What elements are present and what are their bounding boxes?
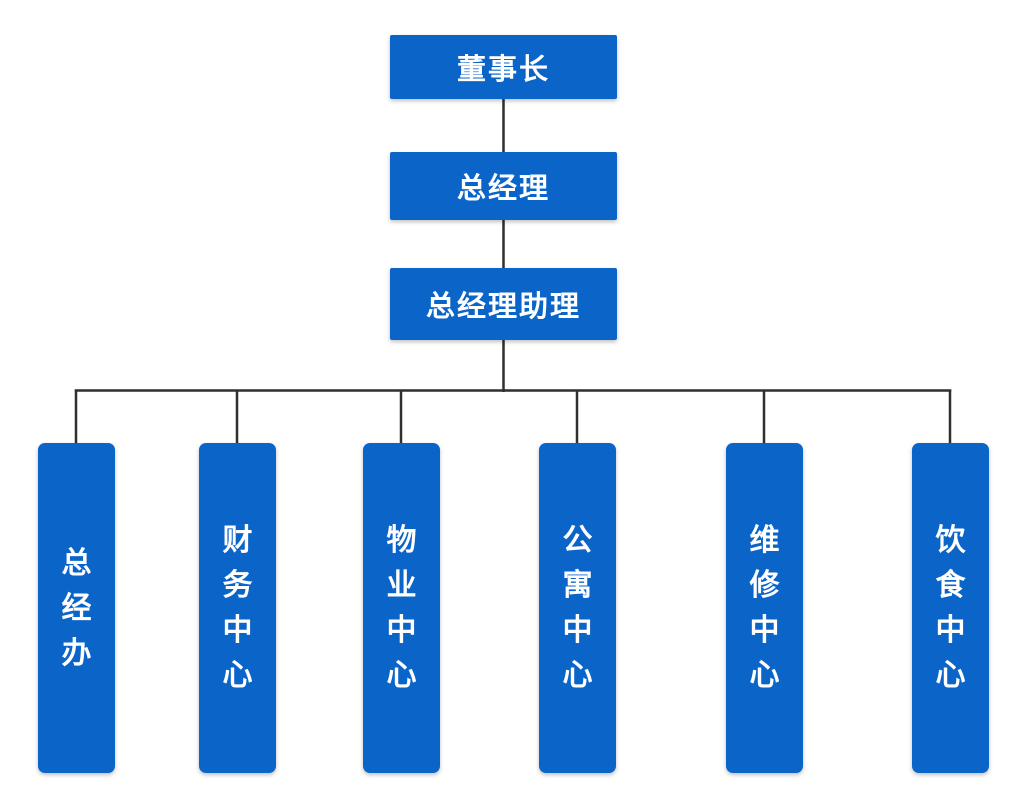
node-gm-assistant: 总经理助理 (390, 268, 617, 340)
node-finance-center-label: 财务中心 (222, 523, 253, 693)
node-maintenance-center: 维修中心 (726, 443, 803, 773)
node-dining-center-label: 饮食中心 (935, 523, 966, 693)
node-property-center: 物业中心 (363, 443, 440, 773)
node-chairman-label: 董事长 (456, 52, 550, 86)
node-property-center-label: 物业中心 (386, 523, 417, 693)
node-general-manager: 总经理 (390, 152, 617, 220)
node-chairman: 董事长 (390, 35, 617, 99)
node-general-manager-label: 总经理 (456, 171, 550, 205)
node-apartment-center-label: 公寓中心 (562, 523, 593, 693)
node-gm-assistant-label: 总经理助理 (425, 289, 581, 323)
node-finance-center: 财务中心 (199, 443, 276, 773)
node-dining-center: 饮食中心 (912, 443, 989, 773)
node-maintenance-center-label: 维修中心 (749, 523, 780, 693)
node-gm-office-label: 总经办 (61, 545, 92, 671)
node-gm-office: 总经办 (38, 443, 115, 773)
node-apartment-center: 公寓中心 (539, 443, 616, 773)
